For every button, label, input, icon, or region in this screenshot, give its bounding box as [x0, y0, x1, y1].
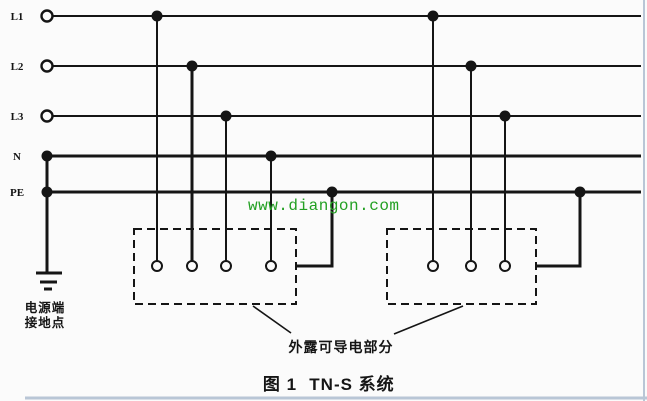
- enclosure-left-terminal-l1: [151, 260, 163, 272]
- enclosure-right-terminal-l1: [427, 260, 439, 272]
- caption-figure-number: 图 1: [263, 375, 297, 394]
- label-pe: PE: [10, 187, 24, 199]
- source-ground-label-line2: 接地点: [25, 315, 66, 330]
- load2-pe-connector: [536, 192, 582, 268]
- load1-pe-connector: [296, 192, 334, 268]
- exposed-parts-label: 外露可导电部分: [289, 339, 394, 355]
- equipment-enclosure-left: [133, 228, 297, 305]
- terminal-l1: [40, 9, 54, 23]
- enclosure-left-outline: [133, 228, 297, 305]
- enclosure-left-terminal-l2: [186, 260, 198, 272]
- enclosure-right-terminal-l3: [499, 260, 511, 272]
- terminal-l2: [40, 59, 54, 73]
- exposed-parts-callout: 外露可导电部分: [252, 305, 464, 355]
- pointer-line-left: [252, 305, 292, 334]
- earth-symbol: [36, 271, 62, 291]
- label-l1: L1: [11, 11, 24, 23]
- source-ground-label-line1: 电源端: [25, 300, 66, 315]
- enclosure-left-terminal-n: [265, 260, 277, 272]
- label-n: N: [13, 151, 21, 163]
- caption-title: TN-S 系统: [309, 374, 394, 394]
- label-l3: L3: [11, 111, 24, 123]
- label-l2: L2: [11, 61, 24, 73]
- figure-caption: 图 1 TN-S 系统: [263, 374, 394, 394]
- enclosure-left-terminal-l3: [220, 260, 232, 272]
- enclosure-right-terminal-l2: [465, 260, 477, 272]
- conductor-labels: L1 L2 L3 N PE: [10, 11, 24, 199]
- source-terminals: [40, 9, 54, 198]
- pointer-line-right: [393, 305, 464, 335]
- conductor-lines: [47, 15, 641, 194]
- page-borders: [25, 0, 647, 401]
- terminal-l3: [40, 109, 54, 123]
- junction-dots: [151, 10, 586, 198]
- enclosure-right-outline: [386, 228, 537, 305]
- source-earthing: 电源端 接地点: [25, 156, 66, 330]
- watermark-text: www.diangon.com: [248, 197, 400, 215]
- equipment-enclosure-right: [386, 228, 537, 305]
